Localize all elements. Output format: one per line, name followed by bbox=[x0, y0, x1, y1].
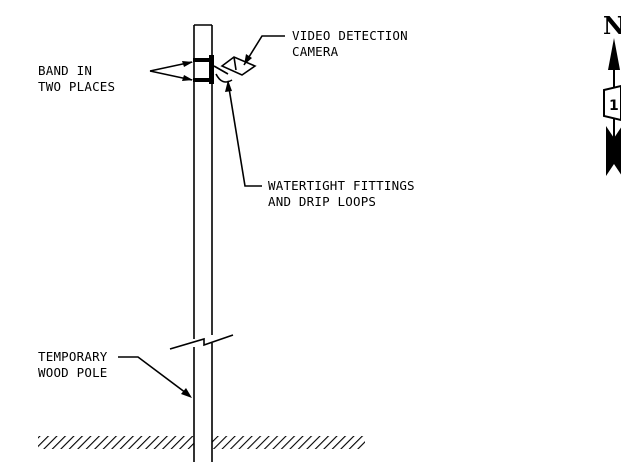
pole-break-line bbox=[169, 334, 234, 350]
wood-pole bbox=[169, 24, 234, 462]
band-label-line1: BAND IN bbox=[38, 63, 92, 78]
ground-hatch-right bbox=[212, 436, 365, 449]
ground-hatch-left bbox=[38, 436, 194, 449]
pole-leader bbox=[118, 356, 191, 397]
fittings-label-line1: WATERTIGHT FITTINGS bbox=[268, 178, 415, 193]
video-camera-icon bbox=[213, 56, 257, 83]
pole-label-line1: TEMPORARY bbox=[38, 349, 108, 364]
fittings-label-line2: AND DRIP LOOPS bbox=[268, 194, 376, 209]
camera-label-line2: CAMERA bbox=[292, 44, 339, 59]
north-letter: N bbox=[603, 11, 621, 40]
north-number: 1 bbox=[609, 98, 619, 114]
band-label-line2: TWO PLACES bbox=[38, 79, 115, 94]
pole-label-line2: WOOD POLE bbox=[38, 365, 108, 380]
camera-label-line1: VIDEO DETECTION bbox=[292, 28, 408, 43]
camera-leader bbox=[243, 35, 285, 66]
fittings-leader bbox=[227, 81, 262, 187]
mounting-bands bbox=[193, 55, 214, 84]
north-arrow-icon: N 1 bbox=[603, 11, 621, 176]
